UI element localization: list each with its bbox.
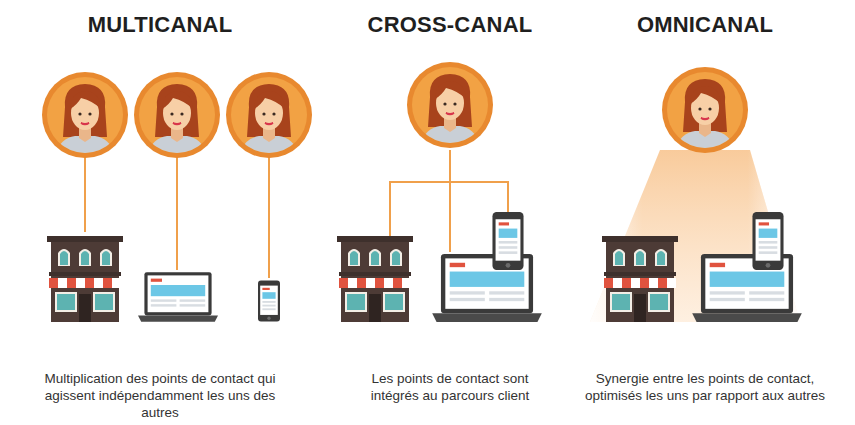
phone-icon xyxy=(752,212,783,270)
column-title: MULTICANAL xyxy=(20,12,300,38)
customer-avatar xyxy=(42,72,128,160)
laptop-icon xyxy=(692,254,802,322)
column-caption: Synergie entre les points de contact, op… xyxy=(574,370,836,404)
phone-icon xyxy=(258,280,280,321)
shop-icon xyxy=(47,236,123,322)
customer-avatar xyxy=(134,72,220,160)
customer-avatar xyxy=(407,62,493,150)
phone-icon xyxy=(492,212,523,270)
shop-icon xyxy=(337,236,413,322)
column-caption: Les points de contact sont intégrés au p… xyxy=(350,370,550,404)
customer-avatar xyxy=(226,72,312,160)
shop-icon xyxy=(602,236,678,322)
column-title: CROSS-CANAL xyxy=(320,12,580,38)
column-caption: Multiplication des points de contact qui… xyxy=(42,370,278,421)
laptop-icon xyxy=(432,254,542,322)
customer-avatar xyxy=(662,67,748,155)
laptop-icon xyxy=(138,272,218,322)
column-title: OMNICANAL xyxy=(575,12,835,38)
